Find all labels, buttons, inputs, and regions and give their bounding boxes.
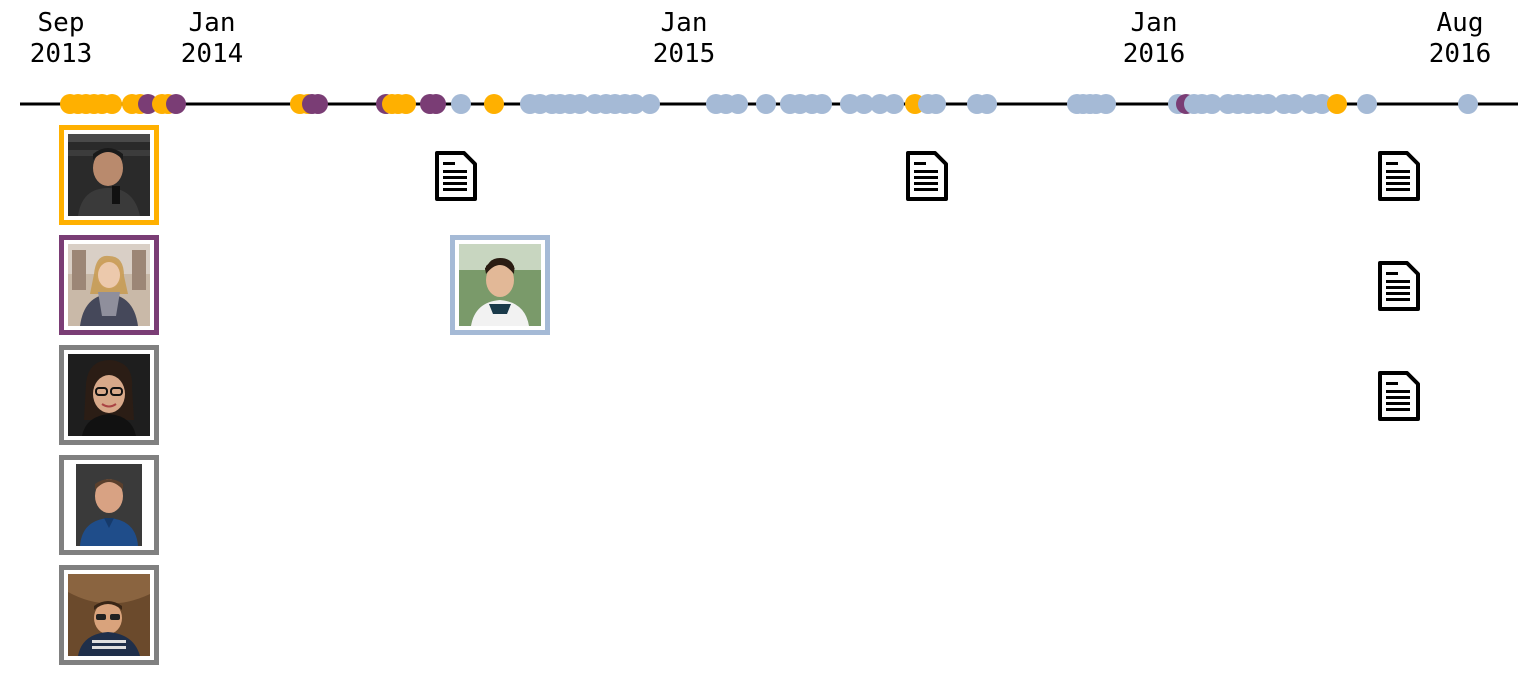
axis-tick-month: Jan: [660, 8, 708, 38]
timeline-axis: [20, 94, 1518, 114]
timeline-event-dot[interactable]: [396, 94, 416, 114]
axis-tick-year: 2015: [652, 39, 716, 69]
timeline-event-dot[interactable]: [840, 94, 860, 114]
timeline-event-dot[interactable]: [102, 94, 122, 114]
axis-tick-month: Aug: [1436, 8, 1484, 38]
timeline-event-dot[interactable]: [1458, 94, 1478, 114]
timeline-event-dot[interactable]: [1258, 94, 1278, 114]
timeline-event-dot[interactable]: [138, 94, 158, 114]
timeline-event-dot[interactable]: [756, 94, 776, 114]
person-photo-man-blue-shirt-icon: [68, 464, 150, 546]
document-icon[interactable]: [434, 150, 478, 202]
timeline-event-dot[interactable]: [870, 94, 890, 114]
document-icon[interactable]: [905, 150, 949, 202]
person-photo-man-microphone-icon: [68, 134, 150, 216]
person-card-4[interactable]: [59, 455, 159, 555]
document-icon[interactable]: [1377, 150, 1421, 202]
timeline-event-dot[interactable]: [640, 94, 660, 114]
person-photo-woman-glasses-icon: [68, 354, 150, 436]
timeline-event-dot[interactable]: [977, 94, 997, 114]
axis-tick-year: 2016: [1122, 39, 1186, 69]
timeline-event-dot[interactable]: [166, 94, 186, 114]
timeline-event-dot[interactable]: [1357, 94, 1377, 114]
timeline-event-dot[interactable]: [1312, 94, 1332, 114]
timeline-event-dot[interactable]: [854, 94, 874, 114]
person-card-2[interactable]: [59, 235, 159, 335]
timeline-event-dot[interactable]: [1327, 94, 1347, 114]
axis-tick-month: Sep: [37, 8, 85, 38]
axis-tick-year: 2016: [1428, 39, 1492, 69]
timeline-event-dot[interactable]: [625, 94, 645, 114]
timeline-event-dot[interactable]: [451, 94, 471, 114]
axis-tick-year: 2013: [29, 39, 93, 69]
timeline-event-dot[interactable]: [1284, 94, 1304, 114]
person-photo-young-man-icon: [459, 244, 541, 326]
person-card-5[interactable]: [59, 565, 159, 665]
document-icon[interactable]: [1377, 260, 1421, 312]
person-photo-man-sunglasses-icon: [68, 574, 150, 656]
person-card-6[interactable]: [450, 235, 550, 335]
axis-tick-month: Jan: [188, 8, 236, 38]
timeline-event-dot[interactable]: [812, 94, 832, 114]
person-card-1[interactable]: [59, 125, 159, 225]
timeline-event-dot[interactable]: [484, 94, 504, 114]
axis-tick-year: 2014: [180, 39, 244, 69]
person-card-3[interactable]: [59, 345, 159, 445]
timeline-event-dot[interactable]: [728, 94, 748, 114]
timeline-event-dot[interactable]: [570, 94, 590, 114]
timeline-event-dot[interactable]: [308, 94, 328, 114]
timeline-event-dot[interactable]: [1202, 94, 1222, 114]
document-icon[interactable]: [1377, 370, 1421, 422]
timeline-event-dot[interactable]: [884, 94, 904, 114]
timeline-event-dot[interactable]: [926, 94, 946, 114]
timeline-event-dot[interactable]: [1096, 94, 1116, 114]
timeline-event-dot[interactable]: [426, 94, 446, 114]
axis-tick-month: Jan: [1130, 8, 1178, 38]
timeline-events: [60, 94, 1478, 114]
person-photo-woman-scarf-icon: [68, 244, 150, 326]
